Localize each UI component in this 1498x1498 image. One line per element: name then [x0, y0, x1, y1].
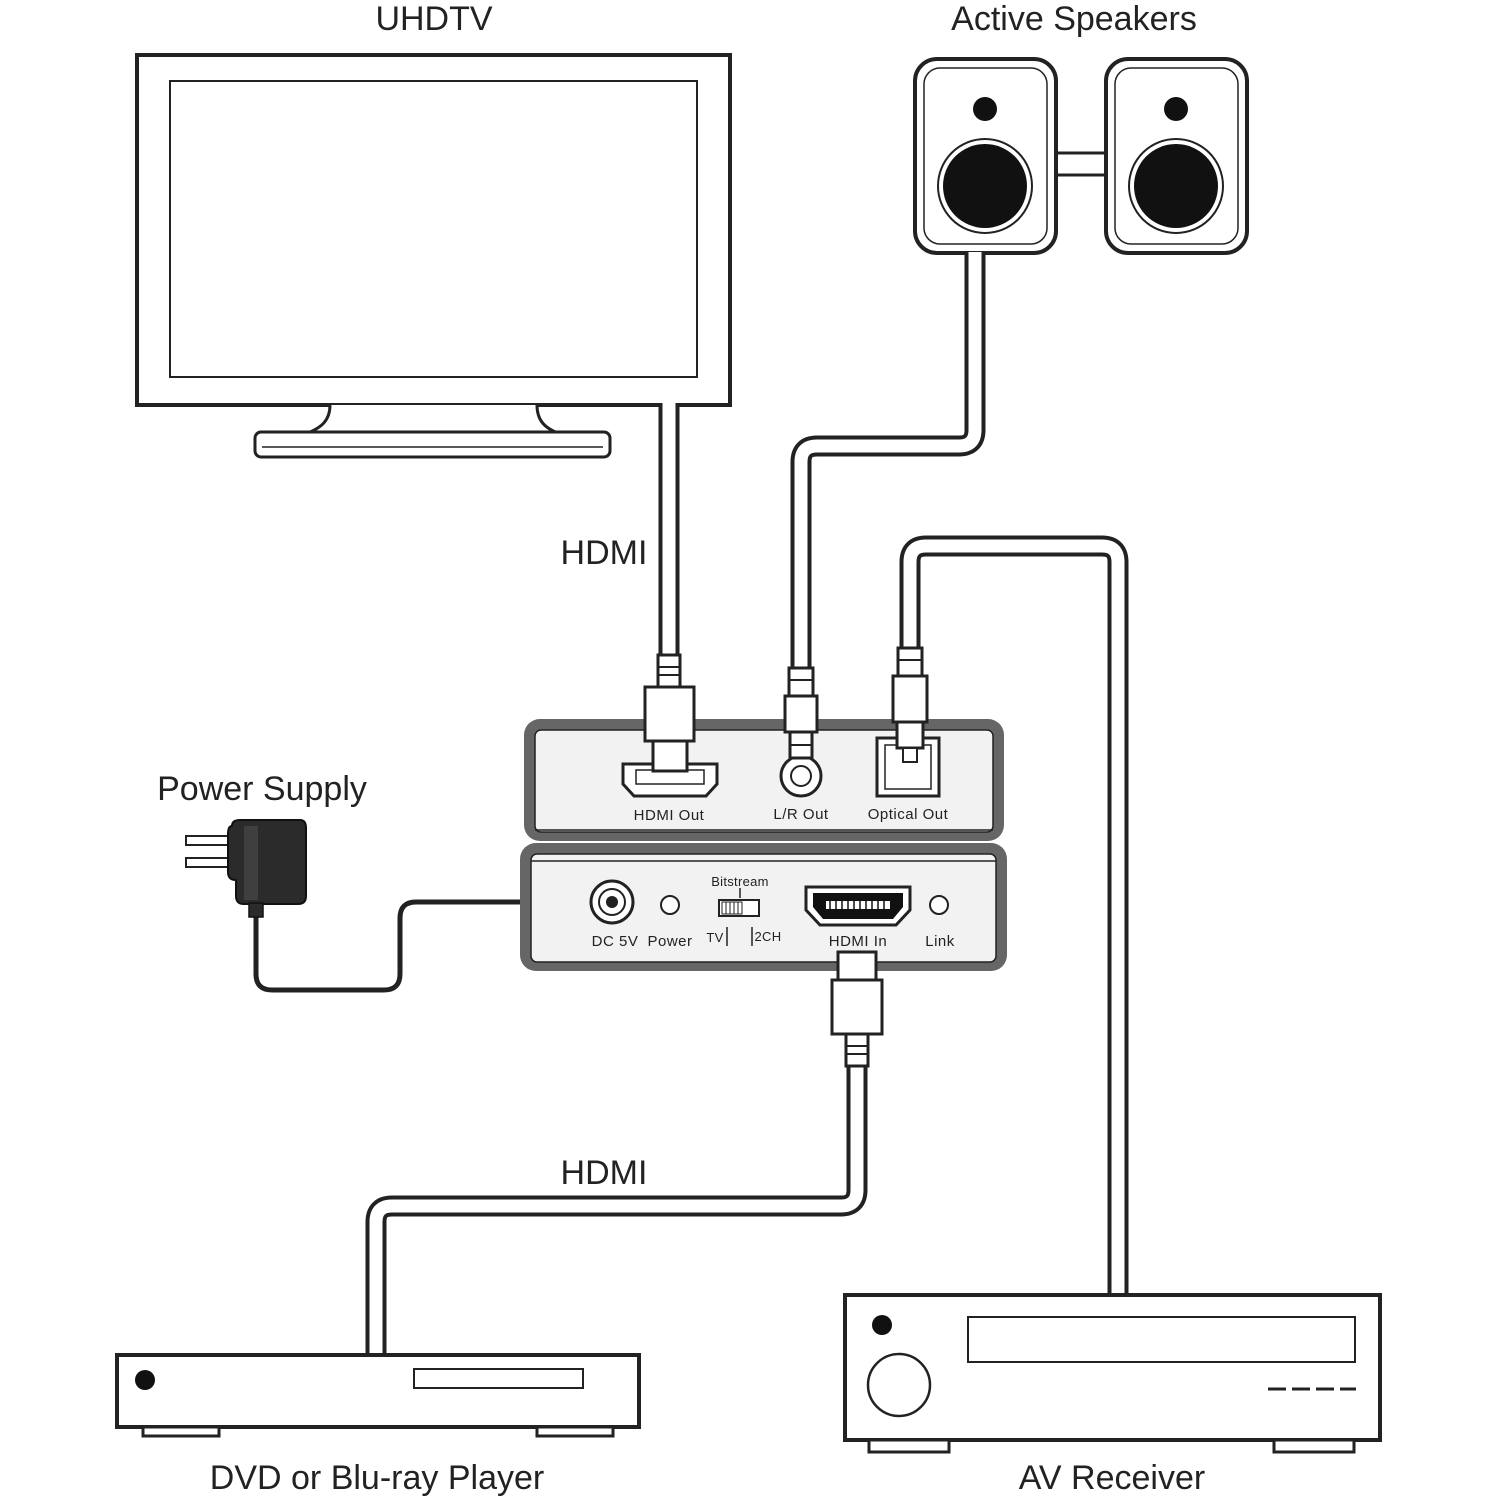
hdmi-out-connector	[643, 653, 696, 773]
dc-5v-label: DC 5V	[592, 933, 639, 950]
player-foot	[141, 1425, 221, 1438]
speakers-label: Active Speakers	[951, 0, 1197, 38]
speaker-left	[913, 57, 1058, 255]
tv-label: UHDTV	[375, 0, 492, 38]
cable-optical-receiver	[899, 535, 1129, 1295]
bitstream-switch[interactable]	[718, 888, 760, 946]
cables	[253, 252, 1129, 1355]
hdmi-in-port	[804, 885, 912, 927]
power-supply-label: Power Supply	[157, 770, 367, 808]
cable-hdmi-player	[365, 1060, 868, 1355]
link-led-icon	[929, 895, 949, 915]
bitstream-label: Bitstream	[711, 874, 769, 889]
converter-device	[520, 646, 1007, 1068]
speaker-woofer	[1134, 144, 1218, 228]
hdmi-in-label: HDMI In	[829, 933, 888, 950]
cable-power	[253, 899, 560, 993]
player-disc-slot	[413, 1368, 584, 1389]
av-receiver	[843, 1293, 1382, 1454]
hdmi-bottom-label: HDMI	[561, 1154, 648, 1192]
adapter-body	[227, 819, 307, 905]
receiver-display	[967, 1316, 1356, 1363]
receiver-label: AV Receiver	[1019, 1459, 1205, 1497]
tv-screen	[169, 80, 698, 378]
receiver-foot	[867, 1438, 951, 1454]
player-label: DVD or Blu-ray Player	[210, 1459, 544, 1497]
labels: UHDTV Active Speakers Power Supply HDMI …	[157, 0, 1205, 1497]
hdmi-top-label: HDMI	[561, 534, 648, 572]
dvd-bluray-player	[115, 1353, 641, 1438]
speaker-bridge	[1052, 151, 1110, 177]
adapter-prong	[185, 857, 235, 868]
switch-2ch-label: 2CH	[755, 929, 782, 944]
tv-neck	[304, 404, 561, 436]
lr-out-plug	[783, 666, 819, 760]
switch-tv-label: TV	[706, 930, 723, 945]
speaker-tweeter	[1164, 97, 1188, 121]
uhdtv	[135, 53, 732, 459]
receiver-foot	[1272, 1438, 1356, 1454]
speaker-tweeter	[973, 97, 997, 121]
active-speakers	[913, 57, 1249, 255]
adapter-strain-relief	[248, 902, 264, 918]
receiver-power-button	[872, 1315, 892, 1335]
hdmi-in-connector	[830, 950, 884, 1068]
optical-out-label: Optical Out	[868, 806, 949, 823]
adapter-prong	[185, 835, 235, 846]
tv-base	[253, 430, 612, 459]
player-foot	[535, 1425, 615, 1438]
power-label: Power	[647, 933, 692, 950]
optical-out-plug	[891, 646, 929, 763]
hdmi-out-label: HDMI Out	[634, 807, 705, 824]
speaker-right	[1104, 57, 1249, 255]
receiver-volume-knob	[866, 1352, 932, 1418]
dc-5v-jack	[589, 879, 635, 925]
power-led-icon	[660, 895, 680, 915]
lr-out-label: L/R Out	[773, 806, 829, 823]
cable-analog-speakers	[790, 252, 986, 668]
link-label: Link	[925, 933, 955, 950]
speaker-woofer	[943, 144, 1027, 228]
player-power-button	[135, 1370, 155, 1390]
